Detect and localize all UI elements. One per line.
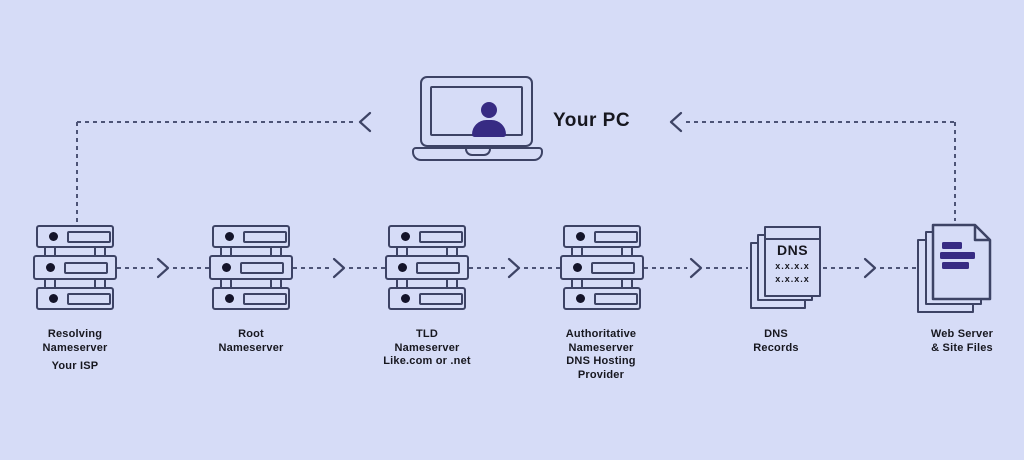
- dashed-line-resolver-vertical: [76, 122, 78, 223]
- drive-slot-icon: [64, 261, 108, 274]
- node-label-tld: TLD Nameserver Like.com or .net: [383, 328, 471, 367]
- dashed-line-resolver-to-pc: [77, 121, 357, 123]
- drive-slot-icon: [243, 230, 287, 243]
- laptop-base: [412, 147, 543, 161]
- server-unit: [36, 287, 114, 310]
- drive-slot-icon: [419, 292, 463, 305]
- server-unit: [212, 287, 290, 310]
- server-unit: [33, 255, 117, 280]
- server-connector-tabs: [385, 278, 469, 289]
- dashed-arrow-connector: [644, 257, 748, 279]
- drive-slot-icon: [67, 292, 111, 305]
- dns-record-front-page: DNS x.x.x.x x.x.x.x: [764, 226, 821, 297]
- server-stack-root: [209, 225, 293, 310]
- dns-record-value: x.x.x.x: [775, 261, 810, 271]
- server-connector-tabs: [560, 246, 644, 257]
- server-unit: [563, 287, 641, 310]
- node-label-root: Root Nameserver: [218, 328, 284, 354]
- server-connector-tabs: [209, 246, 293, 257]
- server-stack-tld: [385, 225, 469, 310]
- node-label-web-server: Web Server & Site Files: [930, 328, 994, 354]
- web-server-files-icon: [917, 223, 992, 315]
- drive-slot-icon: [594, 292, 638, 305]
- led-dot-icon: [573, 263, 582, 272]
- arrow-right-icon: [863, 257, 878, 279]
- led-dot-icon: [398, 263, 407, 272]
- node-label-resolving: Resolving Nameserver Your ISP: [10, 328, 140, 374]
- text-lines-icon: [940, 242, 975, 269]
- user-icon: [481, 102, 497, 118]
- drive-slot-icon: [67, 230, 111, 243]
- server-unit: [212, 225, 290, 248]
- dashed-arrow-connector: [823, 257, 918, 279]
- your-pc-label: Your PC: [553, 110, 631, 131]
- arrow-right-icon: [332, 257, 347, 279]
- dns-record-value: x.x.x.x: [775, 274, 810, 284]
- led-dot-icon: [222, 263, 231, 272]
- server-unit: [209, 255, 293, 280]
- server-unit: [385, 255, 469, 280]
- laptop-icon: [412, 76, 543, 161]
- user-icon-body: [472, 120, 506, 137]
- node-label-authoritative: Authoritative Nameserver DNS Hosting Pro…: [565, 328, 637, 381]
- dashed-arrow-connector: [117, 257, 209, 279]
- drive-slot-icon: [591, 261, 635, 274]
- led-dot-icon: [576, 294, 585, 303]
- drive-slot-icon: [594, 230, 638, 243]
- server-unit: [388, 287, 466, 310]
- arrow-left-icon: [357, 111, 372, 133]
- arrow-right-icon: [507, 257, 522, 279]
- dashed-arrow-connector: [469, 257, 560, 279]
- led-dot-icon: [401, 294, 410, 303]
- dashed-line-webserver-to-pc: [686, 121, 955, 123]
- server-connector-tabs: [33, 246, 117, 257]
- node-label-dns-records: DNS Records: [753, 328, 799, 354]
- server-stack-authoritative: [560, 225, 644, 310]
- server-connector-tabs: [209, 278, 293, 289]
- drive-slot-icon: [240, 261, 284, 274]
- led-dot-icon: [46, 263, 55, 272]
- server-unit: [36, 225, 114, 248]
- arrow-right-icon: [689, 257, 704, 279]
- server-unit: [388, 225, 466, 248]
- drive-slot-icon: [416, 261, 460, 274]
- site-file-front-page: [931, 223, 992, 306]
- led-dot-icon: [225, 294, 234, 303]
- led-dot-icon: [401, 232, 410, 241]
- server-stack-resolving: [33, 225, 117, 310]
- dns-record-title: DNS: [776, 242, 809, 258]
- laptop-hinge-notch: [464, 149, 491, 156]
- drive-slot-icon: [419, 230, 463, 243]
- server-connector-tabs: [33, 278, 117, 289]
- laptop-screen: [420, 76, 533, 147]
- led-dot-icon: [49, 294, 58, 303]
- arrow-left-icon: [668, 111, 683, 133]
- server-connector-tabs: [560, 278, 644, 289]
- dns-records-icon: DNS x.x.x.x x.x.x.x: [750, 226, 824, 314]
- node-sublabel-isp: Your ISP: [51, 360, 99, 372]
- led-dot-icon: [225, 232, 234, 241]
- server-unit: [563, 225, 641, 248]
- dashed-line-webserver-vertical: [954, 122, 956, 221]
- server-connector-tabs: [385, 246, 469, 257]
- arrow-right-icon: [156, 257, 171, 279]
- page-header-band: [766, 228, 819, 240]
- dashed-arrow-connector: [293, 257, 385, 279]
- led-dot-icon: [576, 232, 585, 241]
- led-dot-icon: [49, 232, 58, 241]
- server-unit: [560, 255, 644, 280]
- drive-slot-icon: [243, 292, 287, 305]
